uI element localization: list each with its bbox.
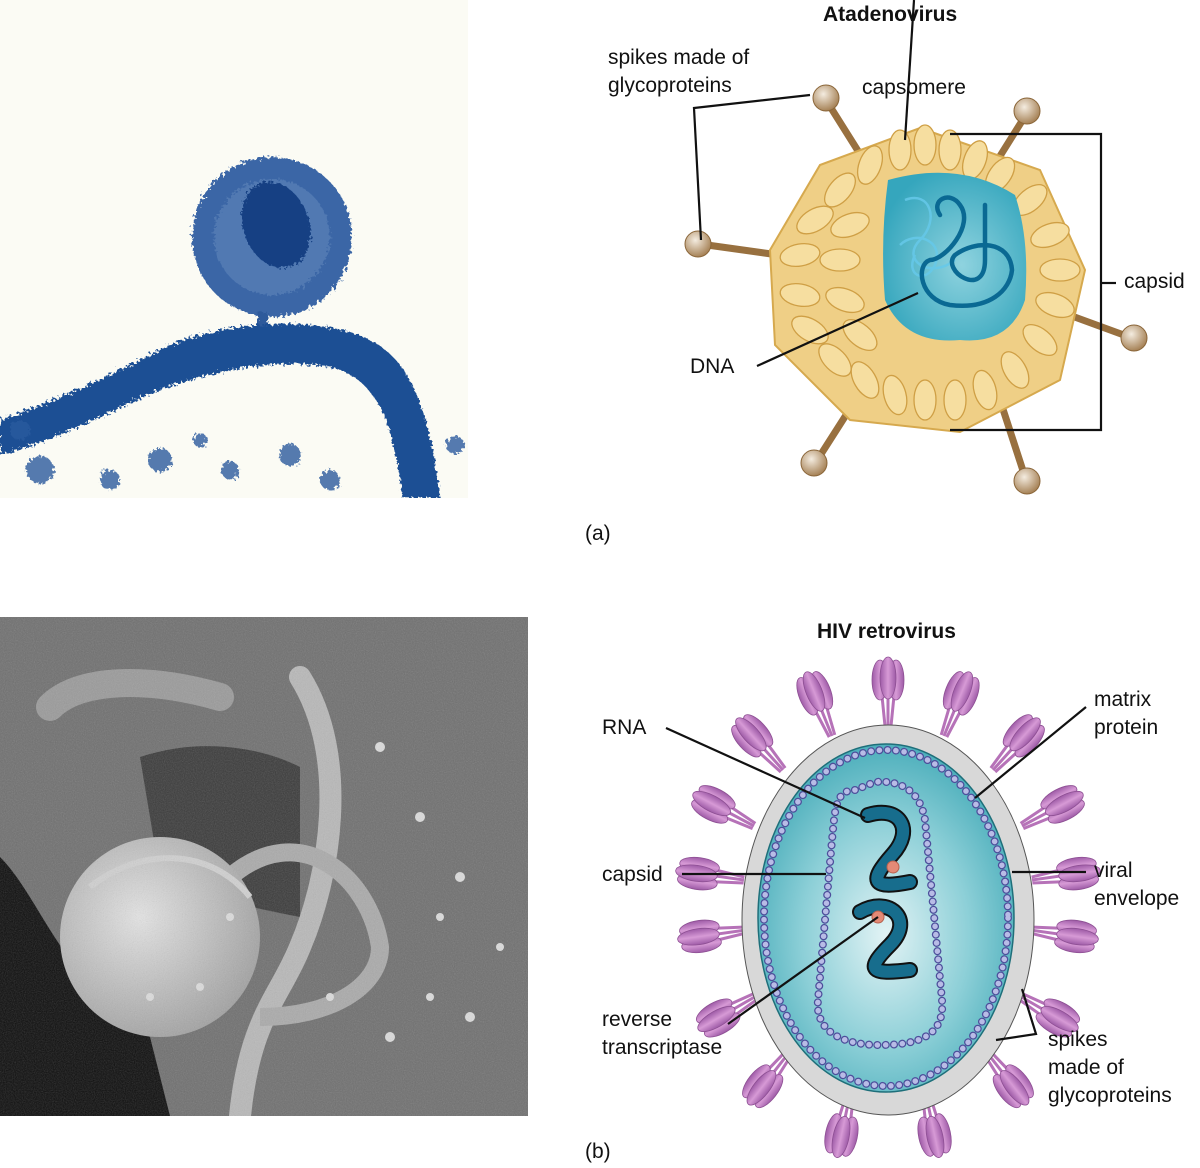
atadenovirus-diagram bbox=[684, 0, 1148, 495]
panel-b-micrograph bbox=[0, 617, 528, 1116]
label-spikes-a: spikes made of glycoproteins bbox=[608, 46, 750, 97]
label-rna: RNA bbox=[602, 716, 647, 739]
label-capsomere: capsomere bbox=[862, 76, 966, 99]
rna-strands bbox=[852, 804, 918, 980]
matrix-core-shape bbox=[757, 743, 1015, 1093]
leader-lines-b bbox=[665, 706, 1087, 1042]
hiv-retrovirus-title: HIV retrovirus bbox=[817, 620, 956, 643]
label-reverse-transcriptase: reverse transcriptase bbox=[602, 1008, 723, 1059]
label-capsid-a: capsid bbox=[1124, 270, 1185, 293]
label-capsid-b: capsid bbox=[602, 863, 663, 886]
atadenovirus-title: Atadenovirus bbox=[823, 3, 958, 26]
label-spikes-b: spikes made of glycoproteins bbox=[1048, 1028, 1172, 1107]
label-viral-envelope: viral envelope bbox=[1094, 859, 1180, 910]
sem-hiv-budding-image bbox=[0, 617, 528, 1116]
panel-a-letter: (a) bbox=[585, 522, 611, 545]
dna-strand bbox=[919, 195, 1015, 309]
tem-virus-image bbox=[0, 157, 464, 498]
panel-a-micrograph bbox=[0, 0, 468, 498]
label-dna: DNA bbox=[690, 355, 735, 378]
panel-b-letter: (b) bbox=[585, 1140, 611, 1163]
leader-lines bbox=[692, 0, 1116, 432]
capsomere-shell bbox=[768, 124, 1087, 434]
label-matrix-protein: matrix protein bbox=[1094, 688, 1159, 739]
